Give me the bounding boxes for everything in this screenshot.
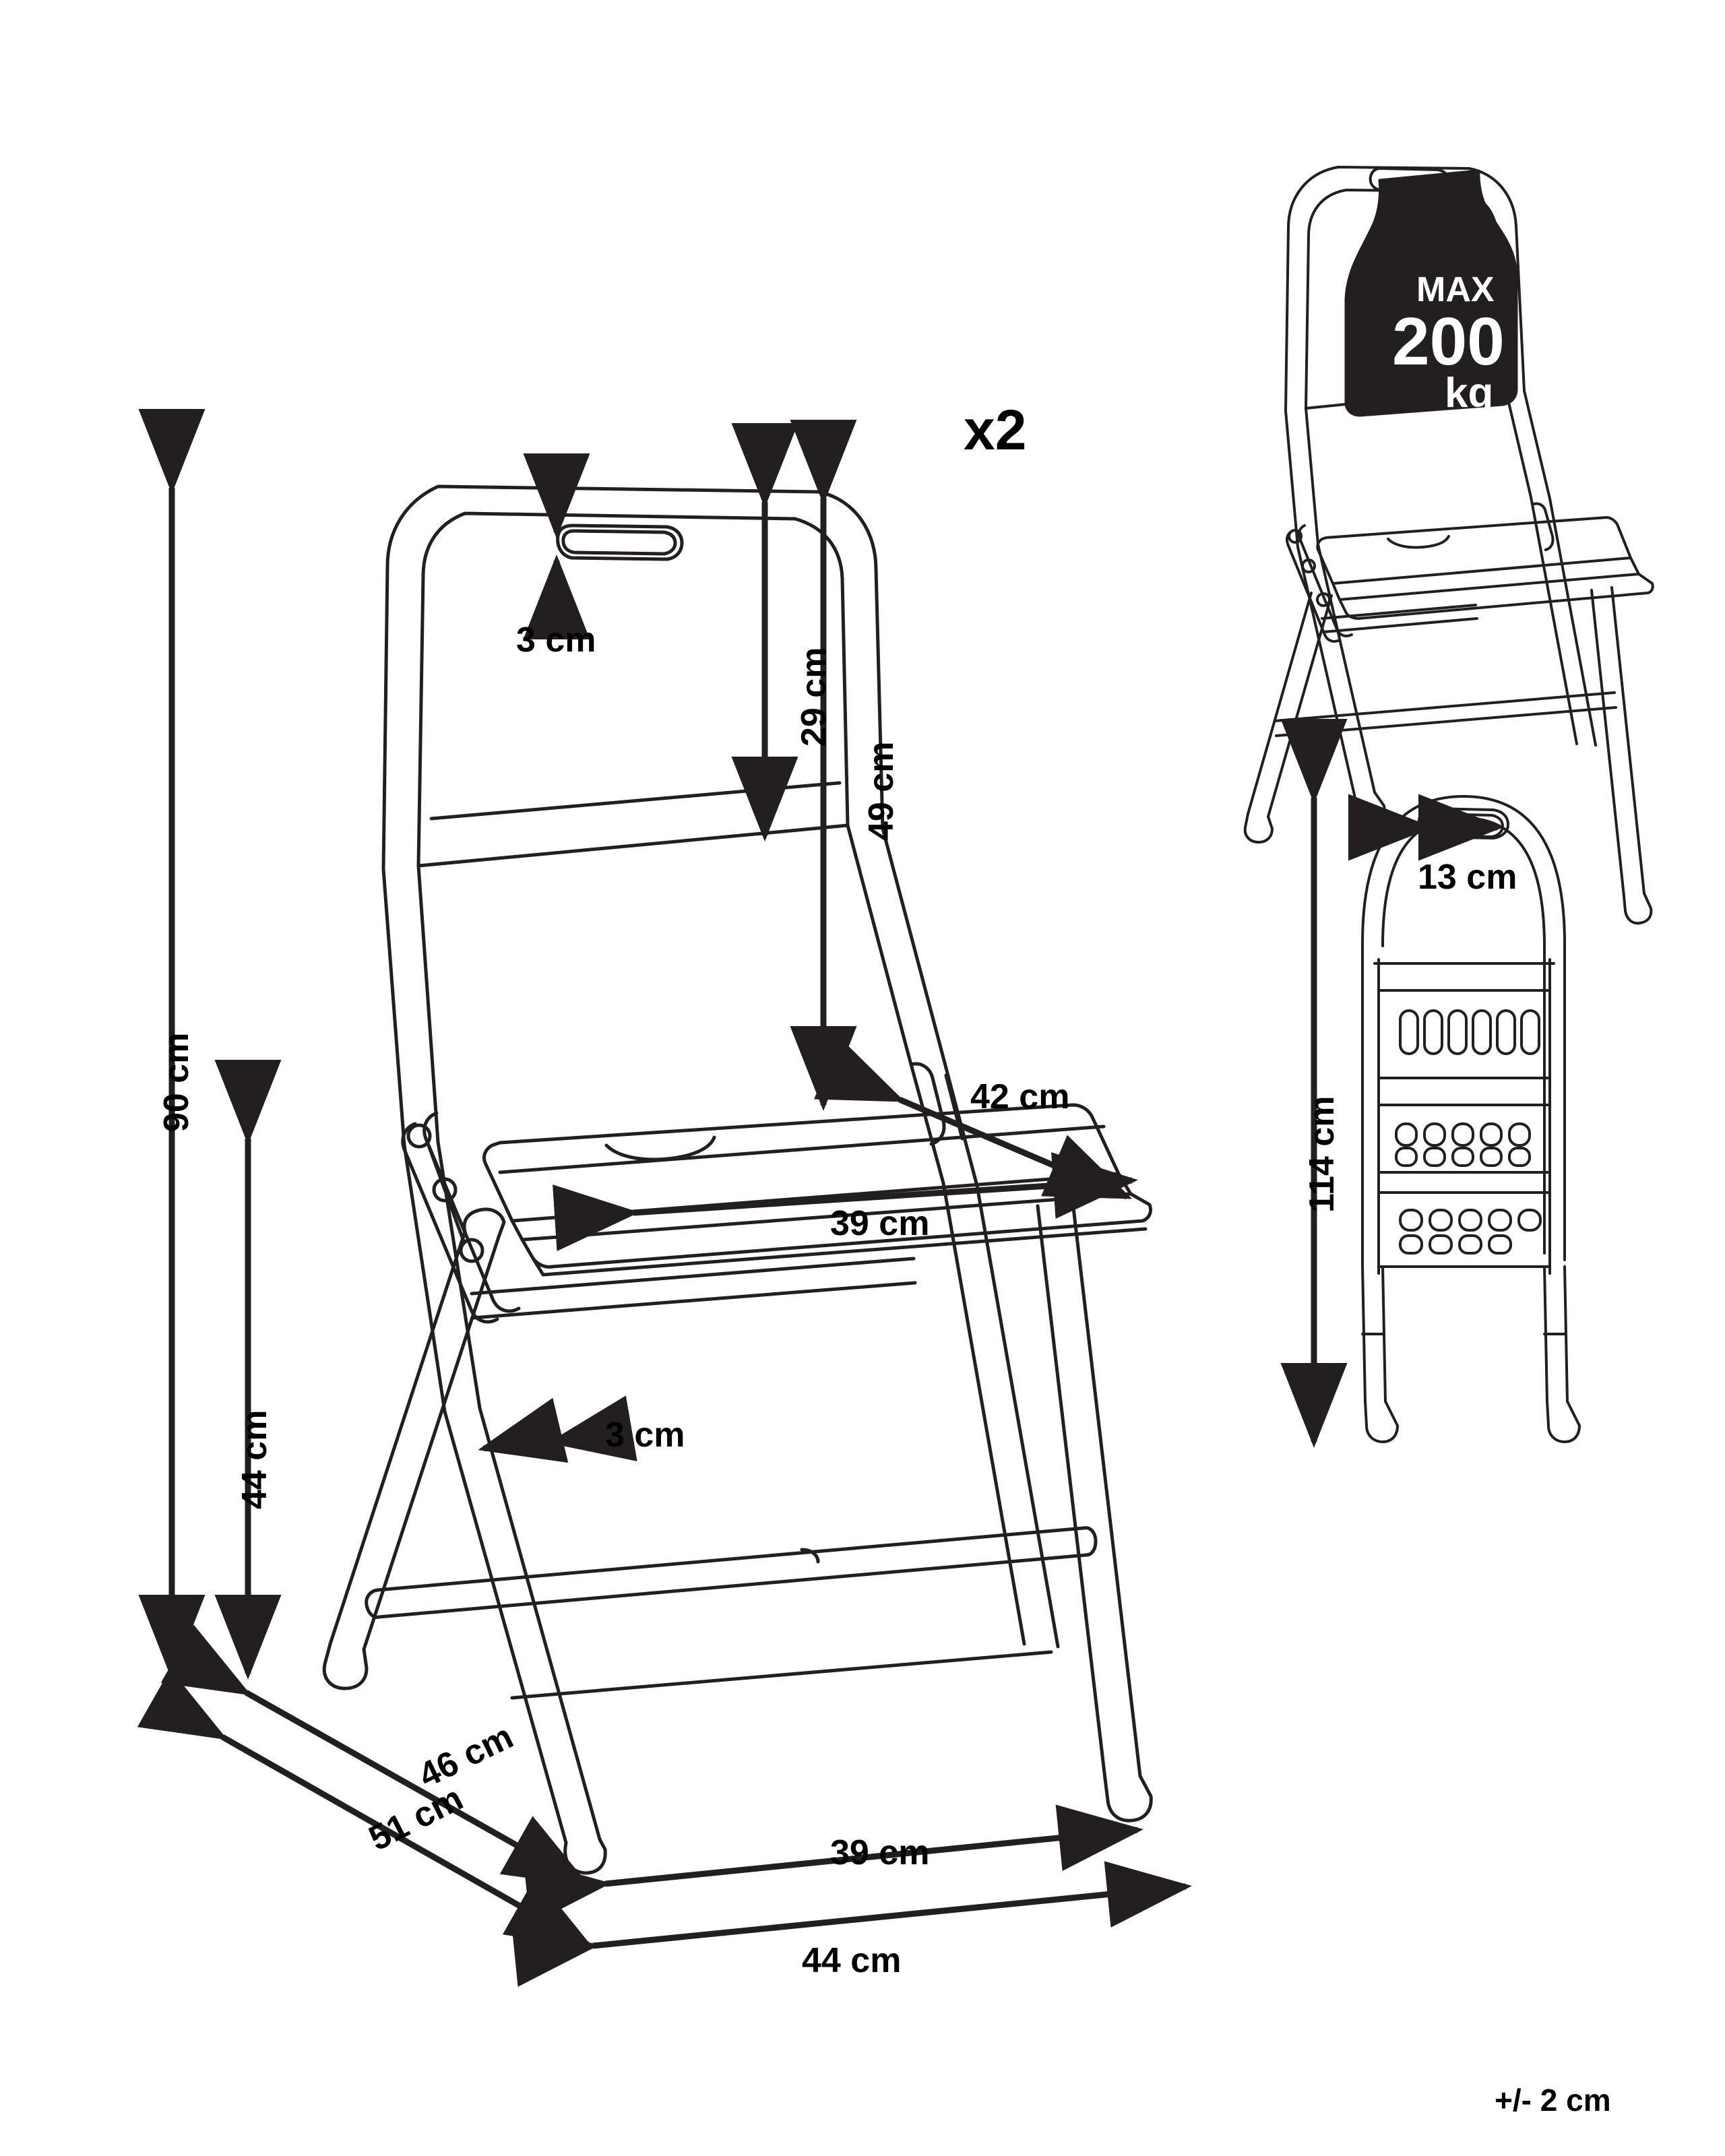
dim-seat-width: 39 cm <box>830 1204 930 1243</box>
dim-base-width-inner: 39 cm <box>830 1833 930 1872</box>
dim-frame-tube-width: 3 cm <box>605 1416 685 1455</box>
quantity-label: x2 <box>964 398 1027 462</box>
dim-handle-width: 13 cm <box>1418 858 1517 897</box>
max-load-value: 200 <box>1392 304 1505 379</box>
dim-backrest-handle-height: 3 cm <box>516 621 596 660</box>
dim-backrest-total-height: 49 cm <box>862 741 901 841</box>
dim-seat-depth-diagonal: 42 cm <box>970 1077 1070 1116</box>
dim-backrest-panel-height: 29 cm <box>794 647 834 747</box>
dim-overall-height: 90 cm <box>157 1032 196 1132</box>
dim-seat-height: 44 cm <box>235 1409 274 1509</box>
max-load-unit: kg <box>1445 370 1494 416</box>
max-load-max-label: MAX <box>1416 270 1495 309</box>
tolerance-note: +/- 2 cm <box>1495 2083 1611 2118</box>
dim-folded-height: 114 cm <box>1303 1096 1342 1213</box>
dim-base-width-outer: 44 cm <box>802 1941 902 1980</box>
